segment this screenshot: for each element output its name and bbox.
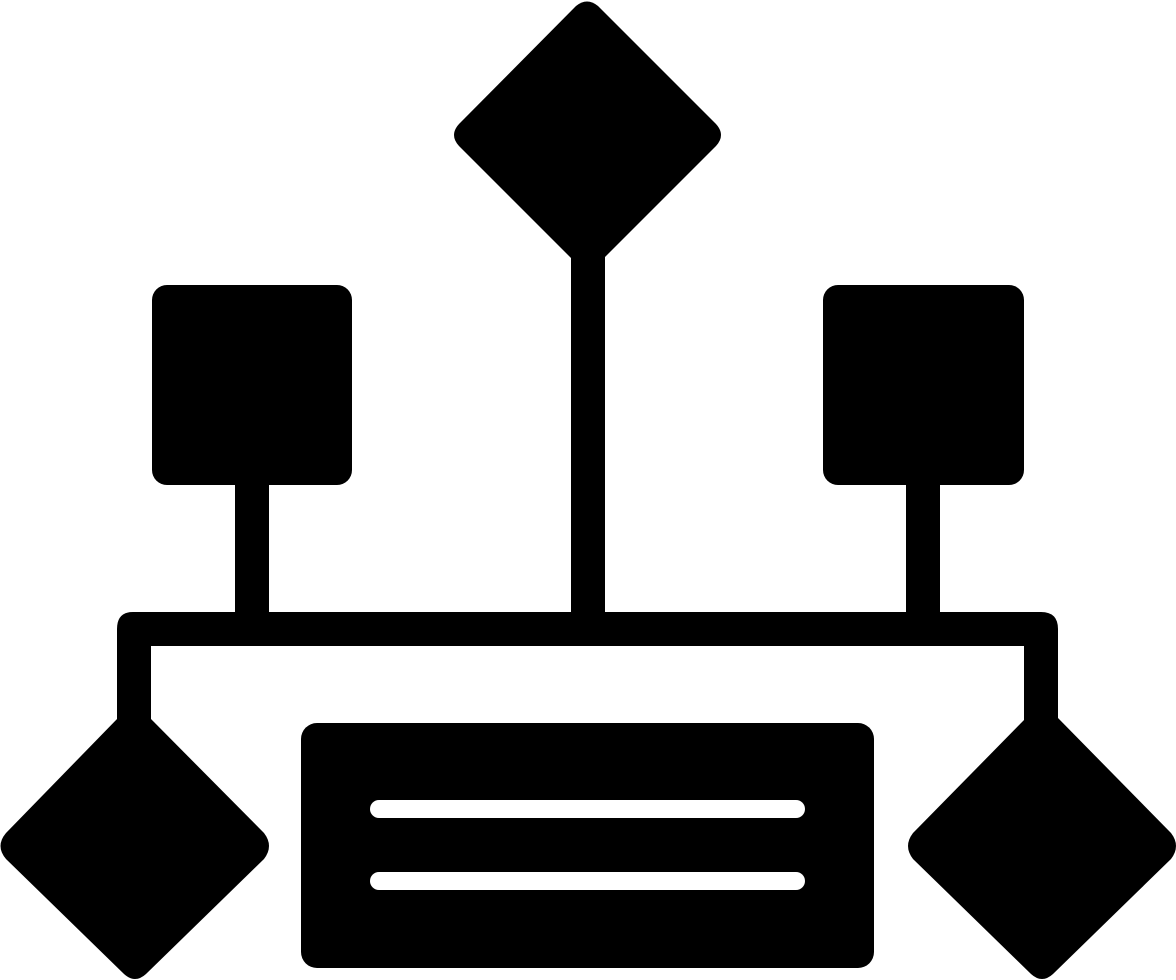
decision-node-bottom-left (0, 718, 269, 979)
process-node-right (823, 285, 1024, 485)
connector-left-vertical (235, 480, 269, 630)
document-node (301, 723, 874, 968)
decision-node-top (454, 1, 721, 258)
connector-right-vertical (906, 480, 940, 630)
process-node-left (152, 285, 352, 485)
connector-center-vertical (571, 250, 605, 630)
decision-node-bottom-right (908, 718, 1176, 979)
connector-horizontal-bus (117, 612, 1058, 735)
